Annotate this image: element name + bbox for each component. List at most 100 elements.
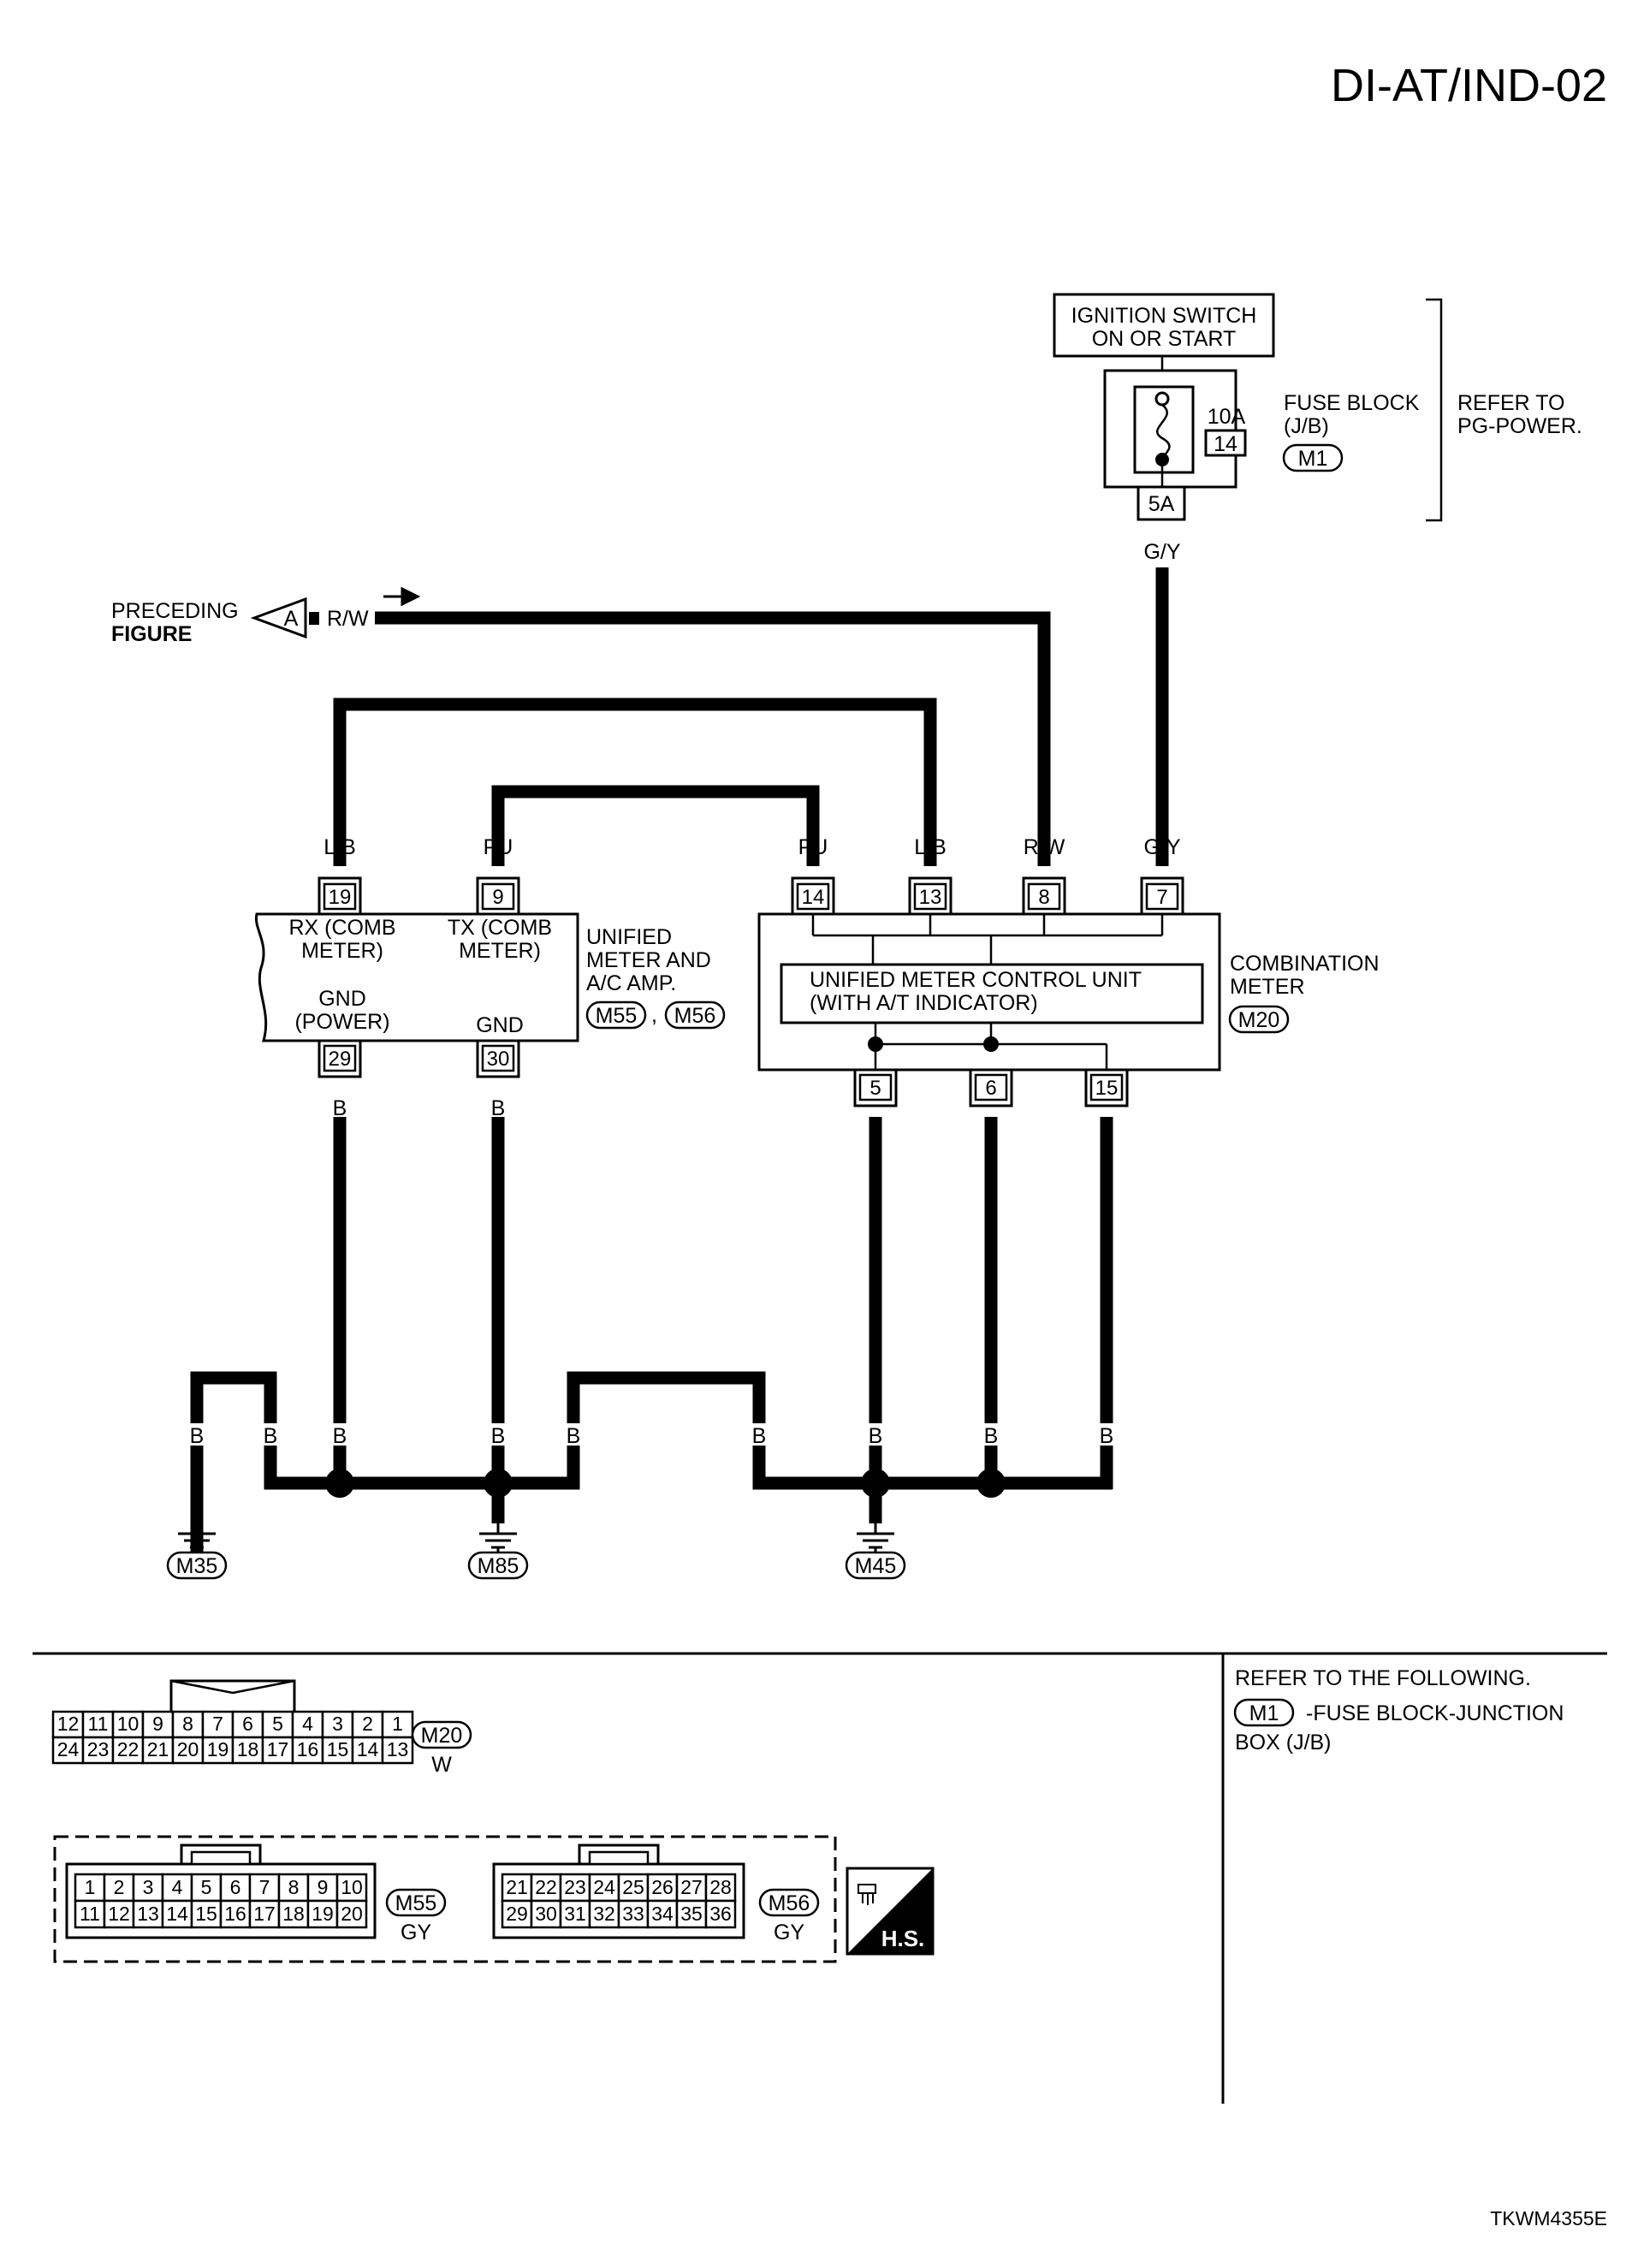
cavity-24-label: 24 [593, 1876, 615, 1898]
fuse-amperage: 10A [1208, 405, 1246, 429]
cavity-6-label: 6 [242, 1713, 253, 1735]
cavity-16: 16 [219, 1899, 252, 1929]
refer-following-badge [1233, 1698, 1295, 1727]
cavity-17: 17 [261, 1736, 294, 1765]
badge-separator: , [651, 1003, 657, 1027]
cavity-17-label: 17 [253, 1903, 276, 1925]
cavity-25: 25 [617, 1873, 650, 1903]
refer-following-desc: -FUSE BLOCK-JUNCTION [1306, 1701, 1564, 1725]
meter-pin-15: 15 [1084, 1070, 1129, 1107]
rx-label-2: METER) [301, 939, 383, 963]
cavity-15-label: 15 [327, 1738, 349, 1760]
meter-pin-8: 8 [1022, 876, 1066, 914]
meter-pin-14: 14 [791, 876, 835, 914]
cavity-30: 30 [530, 1899, 562, 1929]
ground-label-m45: M45 [855, 1554, 897, 1578]
meter-wire-color-7: G/Y [1143, 835, 1180, 859]
cavity-14-label: 14 [357, 1738, 379, 1760]
cavity-6-label: 6 [230, 1876, 241, 1898]
cavity-21-label: 21 [506, 1876, 528, 1898]
cavity-19: 19 [306, 1899, 339, 1929]
fuse-block-jb: (J/B) [1284, 414, 1329, 438]
meter-control-unit-label-2: (WITH A/T INDICATOR) [810, 991, 1038, 1015]
cavity-2-label: 2 [362, 1713, 373, 1735]
meter-pin-7-number: 7 [1156, 886, 1167, 909]
cavity-8: 8 [171, 1710, 205, 1739]
wire-l-b [333, 698, 937, 866]
preceding-figure-label-2: FIGURE [111, 622, 192, 646]
ground-wire-color-7: B [869, 1424, 883, 1448]
amp-wire-color-30: B [491, 1096, 506, 1120]
cavity-30-label: 30 [535, 1903, 557, 1925]
ground-symbol-m45: M45 [845, 1523, 906, 1580]
cavity-23-label: 23 [87, 1738, 110, 1760]
refer-to-pg-power: PG-POWER. [1457, 414, 1582, 438]
cavity-15: 15 [321, 1736, 354, 1765]
meter-pin-8-number: 8 [1038, 886, 1049, 909]
cavity-34: 34 [646, 1899, 679, 1929]
cavity-7-label: 7 [259, 1876, 270, 1898]
cavity-26-label: 26 [651, 1876, 674, 1898]
cavity-31: 31 [559, 1899, 591, 1929]
m20-badge-label: M20 [1238, 1008, 1280, 1032]
cavity-11: 11 [81, 1710, 115, 1739]
m55-badge-label: M55 [596, 1004, 638, 1028]
fuse-number-box [1204, 429, 1247, 457]
cavity-21: 21 [501, 1873, 533, 1903]
cavity-3-label: 3 [332, 1713, 343, 1735]
refer-bracket [1426, 298, 1443, 522]
cavity-29-label: 29 [506, 1903, 528, 1925]
ground-symbol-m85: M85 [467, 1523, 529, 1580]
harness-side-frame [53, 1835, 837, 1963]
m55-connector-face-id: M55 [395, 1891, 437, 1915]
refer-following-desc-2: BOX (J/B) [1235, 1731, 1332, 1754]
meter-pin-6-number: 6 [985, 1077, 996, 1100]
cavity-4: 4 [291, 1710, 324, 1739]
cavity-13: 13 [132, 1899, 164, 1929]
cavity-7-label: 7 [212, 1713, 223, 1735]
cavity-9: 9 [306, 1873, 339, 1903]
preceding-figure-tag: A [284, 607, 299, 631]
image-code: TKWM4355E [1490, 2207, 1607, 2229]
amp-pin-19: 19 [318, 876, 362, 914]
cavity-18-label: 18 [237, 1738, 259, 1760]
cavity-5: 5 [190, 1873, 223, 1903]
cavity-31-label: 31 [564, 1903, 586, 1925]
cavity-16: 16 [291, 1736, 324, 1765]
m55-badge [585, 1000, 647, 1030]
cavity-14: 14 [161, 1899, 193, 1929]
ground-wire-color-3: B [333, 1424, 347, 1448]
cavity-1: 1 [74, 1873, 106, 1903]
m56-badge [664, 1000, 726, 1030]
meter-wire-color-6: B [984, 1125, 999, 1149]
unified-meter-ac-amp-name: UNIFIED [586, 925, 672, 949]
m55-connector-face-color: GY [401, 1921, 431, 1944]
cavity-17: 17 [248, 1899, 281, 1929]
cavity-17-label: 17 [267, 1738, 289, 1760]
fuse-block-name: FUSE BLOCK [1284, 391, 1420, 415]
cavity-21-label: 21 [147, 1738, 169, 1760]
unified-meter-ac-amp-name-2: METER AND [586, 948, 711, 972]
ignition-switch-box [1053, 293, 1275, 358]
ignition-switch-label-2: ON OR START [1092, 327, 1237, 351]
meter-internal-lines [811, 914, 1164, 1070]
cavity-24-label: 24 [57, 1738, 80, 1760]
amp-pin-9: 9 [476, 876, 520, 914]
meter-pin-13: 13 [908, 876, 953, 914]
cavity-19-label: 19 [207, 1738, 229, 1760]
harness-side-icon: H.S. [846, 1867, 935, 1956]
cavity-11: 11 [74, 1899, 106, 1929]
combination-meter-name-2: METER [1230, 975, 1305, 999]
cavity-8-label: 8 [288, 1876, 300, 1898]
ground-badge-m45 [845, 1551, 906, 1580]
fuse-terminal-bottom [1155, 453, 1169, 466]
amp-pin-30-number: 30 [487, 1048, 510, 1071]
cavity-23-label: 23 [564, 1876, 586, 1898]
cavity-10: 10 [111, 1710, 145, 1739]
m56-connector-face-color: GY [774, 1921, 804, 1944]
fuse-icon [1156, 404, 1171, 460]
cavity-33-label: 33 [622, 1903, 644, 1925]
meter-pin-14-number: 14 [802, 886, 825, 909]
preceding-figure-label: PRECEDING [111, 599, 239, 623]
